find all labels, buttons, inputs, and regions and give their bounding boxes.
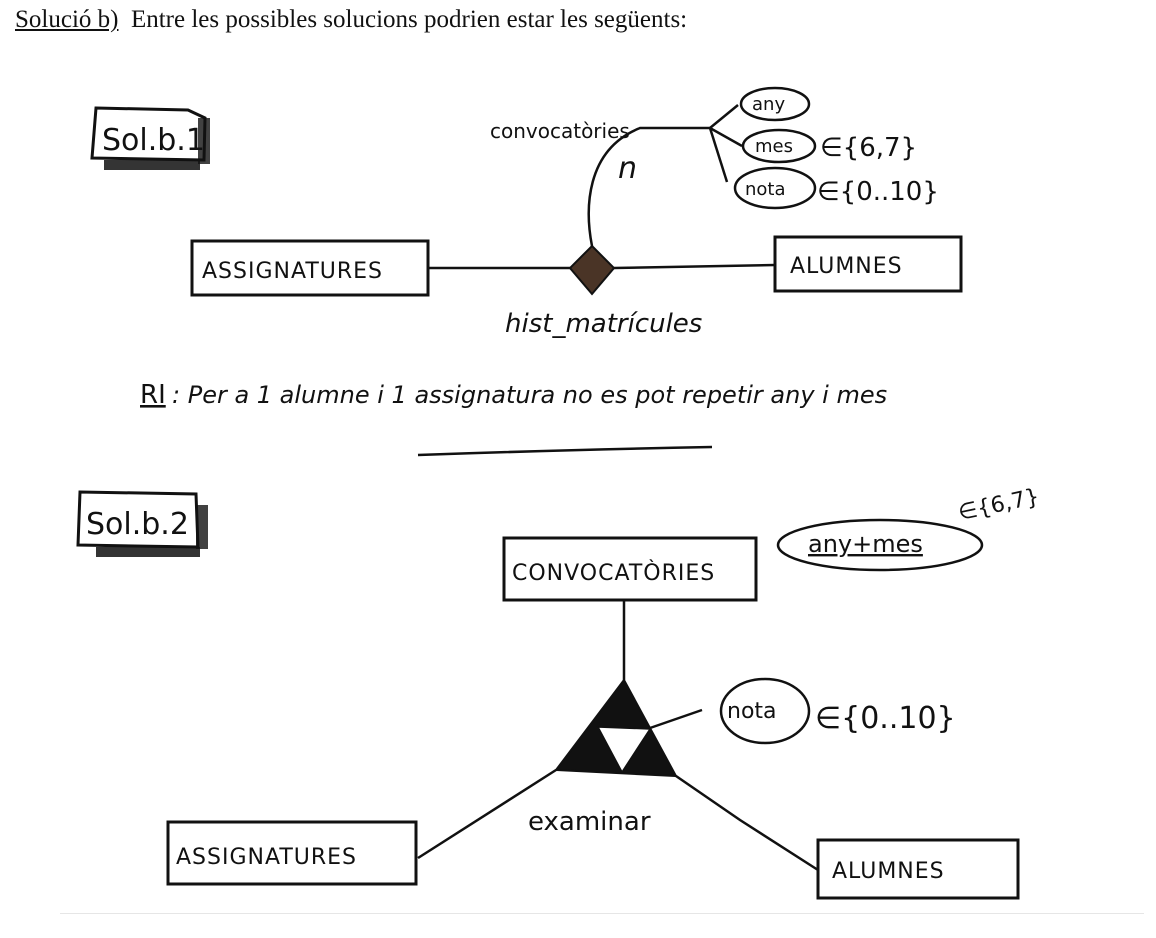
multivalued-attribute-name: convocatòries [490, 119, 630, 143]
entity-alumnes-2-label: ALUMNES [832, 859, 945, 884]
entity-alumnes-2: ALUMNES [816, 838, 1020, 900]
multivalued-cardinality: n [618, 151, 637, 186]
attribute-nota-2: nota ∈{0..10} [719, 677, 956, 745]
solution-separator [417, 445, 713, 457]
attribute-nota-2-domain: ∈{0..10} [815, 701, 956, 736]
entity-assignatures-2-label: ASSIGNATURES [176, 845, 357, 870]
solution2-tag: Sol.b.2 [76, 490, 208, 557]
solution2-tag-text: Sol.b.2 [86, 507, 189, 542]
entity-assignatures-1-label: ASSIGNATURES [202, 259, 383, 284]
solution-header: Solució b) Entre les possibles solucions… [15, 6, 687, 34]
entity-assignatures-2: ASSIGNATURES [166, 820, 418, 886]
relationship-triangle-examinar [554, 678, 678, 778]
entity-convocatories-label: CONVOCATÒRIES [512, 560, 715, 586]
integrity-rule: RI : Per a 1 alumne i 1 assignatura no e… [140, 380, 887, 410]
attribute-mes-1-domain: ∈{6,7} [820, 133, 917, 163]
attribute-nota-2-label: nota [727, 699, 777, 724]
attribute-any-mes: any+mes ∈{6,7} [776, 484, 1042, 572]
attribute-any-1-label: any [752, 94, 785, 115]
attribute-nota-1-domain: ∈{0..10} [817, 177, 939, 207]
solution1-tag-text: Sol.b.1 [102, 123, 205, 158]
solution1-tag: Sol.b.1 [90, 106, 210, 170]
relationship-diamond-1 [568, 244, 616, 296]
relationship-name-1: hist_matrícules [505, 309, 702, 339]
attribute-mes-1: mes ∈{6,7} [741, 128, 917, 164]
attribute-any-mes-domain: ∈{6,7} [956, 484, 1042, 526]
attribute-any-mes-label: any+mes [808, 530, 923, 558]
entity-convocatories: CONVOCATÒRIES [502, 536, 758, 602]
attribute-nota-1: nota ∈{0..10} [733, 166, 939, 210]
entity-alumnes-1: ALUMNES [773, 235, 963, 293]
entity-alumnes-1-label: ALUMNES [790, 254, 903, 279]
page-bottom-divider [60, 913, 1144, 914]
attribute-any-1: any [739, 86, 811, 122]
relationship-name-2: examinar [528, 807, 651, 837]
solution-intro-text: Entre les possibles solucions podrien es… [130, 6, 688, 33]
attribute-mes-1-label: mes [755, 136, 793, 157]
solution-label: Solució b) [15, 6, 119, 33]
integrity-rule-label: RI [140, 380, 166, 410]
attribute-nota-1-label: nota [745, 179, 786, 200]
entity-assignatures-1: ASSIGNATURES [190, 239, 430, 297]
integrity-rule-text: : Per a 1 alumne i 1 assignatura no es p… [172, 381, 887, 409]
